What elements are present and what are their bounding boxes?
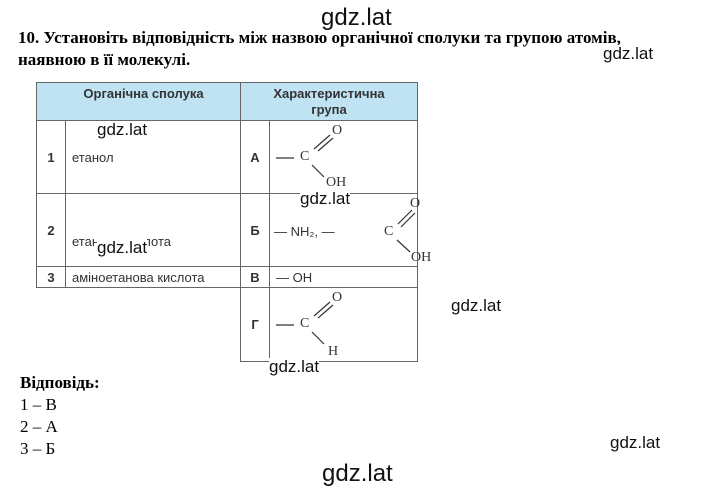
answer-line: 2 – А <box>20 417 58 436</box>
watermark: gdz.lat <box>322 460 393 487</box>
watermark: gdz.lat <box>300 189 351 208</box>
row-number: 2 <box>36 193 66 267</box>
answer-line: 1 – В <box>20 395 57 414</box>
group-letter: А <box>240 120 270 194</box>
oxygen-atom: O <box>410 196 421 211</box>
carbon-atom: C <box>300 149 310 164</box>
group-formula-v: — OH <box>269 266 418 288</box>
watermark: gdz.lat <box>97 238 148 257</box>
carbon-atom: C <box>384 224 394 239</box>
matching-table: Органічна сполука Характеристична група … <box>36 82 431 362</box>
bond-lines <box>396 209 416 253</box>
oxygen-atom: O <box>332 290 343 305</box>
question-text: 10. Установіть відповідність між назвою … <box>18 28 621 69</box>
watermark: gdz.lat <box>610 433 661 452</box>
amino-prefix: — NH₂, — <box>274 224 335 239</box>
group-letter: Г <box>240 287 270 362</box>
bond-lines <box>276 134 334 178</box>
answer-title: Відповідь: <box>20 373 100 392</box>
watermark: gdz.lat <box>451 296 502 315</box>
watermark: gdz.lat <box>97 120 148 139</box>
oxygen-atom: O <box>332 123 343 138</box>
row-number: 1 <box>36 120 66 194</box>
watermark: gdz.lat <box>321 4 392 31</box>
watermark: gdz.lat <box>603 44 654 63</box>
compound-name: етанова кислота <box>65 193 241 267</box>
compound-name: етанол <box>65 120 241 194</box>
group-letter: В <box>240 266 270 288</box>
watermark: gdz.lat <box>269 357 320 376</box>
hydroxyl-group: OH <box>326 175 347 190</box>
row-number: 3 <box>36 266 66 288</box>
answer-block: Відповідь: 1 – В 2 – А 3 – Б <box>20 372 100 460</box>
carbon-atom: C <box>300 316 310 331</box>
answer-line: 3 – Б <box>20 439 56 458</box>
hydroxyl-group: OH <box>411 250 432 265</box>
header-group: Характеристична група <box>240 82 418 121</box>
hydrogen-atom: H <box>328 344 339 359</box>
bond-lines <box>276 301 334 345</box>
group-formula-a: C O OH <box>269 120 418 194</box>
group-formula-g: C O H <box>269 287 418 362</box>
group-letter: Б <box>240 193 270 267</box>
header-compound: Органічна сполука <box>36 82 241 121</box>
compound-name: аміноетанова кислота <box>65 266 241 288</box>
